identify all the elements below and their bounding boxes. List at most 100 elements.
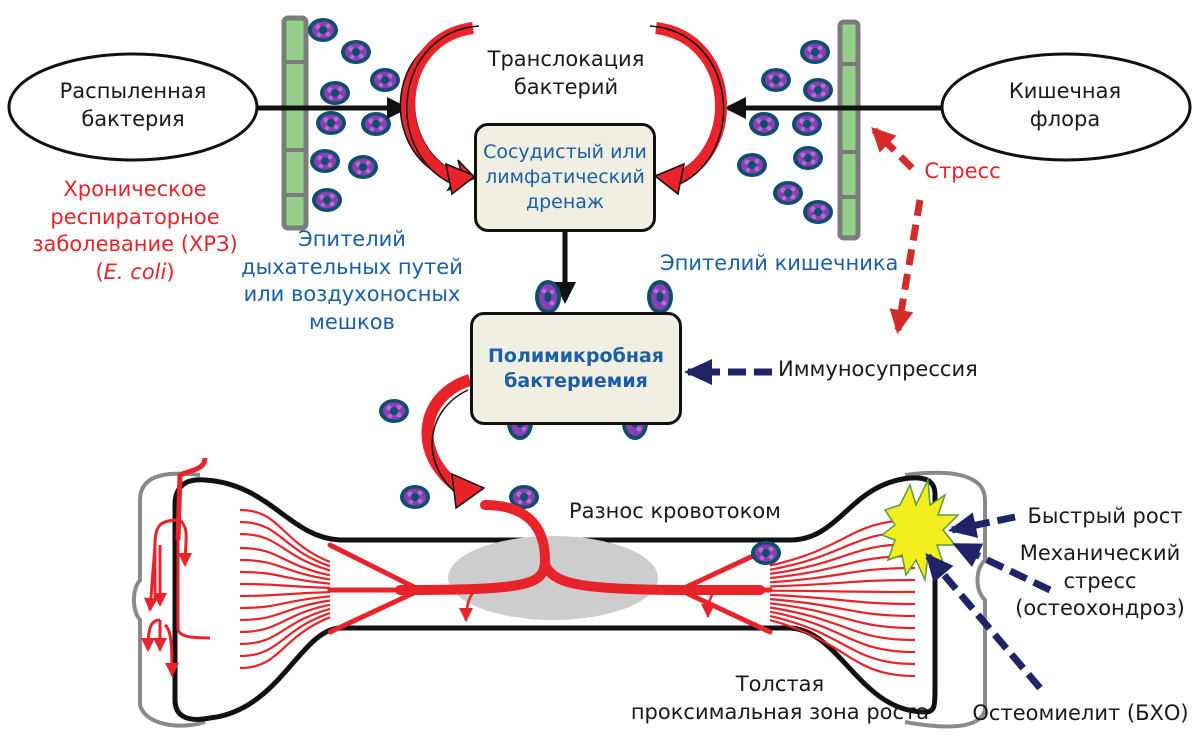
- growth-zone-line: проксимальная зона роста: [630, 699, 930, 724]
- bloodstream-arrow-outline: [431, 389, 469, 499]
- rapid-growth-label: Быстрый рост: [1027, 504, 1183, 528]
- airway-epithelium-icon: [281, 15, 309, 231]
- bacterium-cell-icon: [348, 155, 378, 179]
- bacterium-cell-icon: [535, 280, 561, 314]
- translocation-label: Транслокация бактерий: [468, 46, 664, 101]
- bacterium-cell-icon: [647, 280, 673, 314]
- airway-epithelium-line: Эпителий: [298, 227, 406, 251]
- osteomyelitis-arrow: [925, 552, 1043, 691]
- bacterium-cell-icon: [370, 68, 400, 92]
- stress-to-immunosuppression-arrow: [889, 199, 924, 334]
- capillary-vessel: [239, 616, 331, 670]
- right-bacteria-cluster: [737, 40, 833, 224]
- mechanical-stress-line: стресс: [1063, 568, 1137, 593]
- airway-epithelium-line: или воздухоносных: [243, 282, 461, 307]
- airway-epithelium-label: Эпителий дыхательных путей или воздухоно…: [238, 226, 466, 337]
- capillary-vessel: [769, 606, 916, 642]
- right-source-label: Кишечная флора: [970, 78, 1160, 133]
- capillary-vessel: [239, 508, 331, 564]
- bacteremia-line: бактериемия: [504, 369, 648, 392]
- stress-to-gut-arrow: [871, 127, 915, 171]
- capillary-vessel: [769, 614, 916, 666]
- mechanical-stress-line: Механический: [1019, 541, 1181, 565]
- gut-epithelium-icon: [837, 19, 861, 241]
- osteomyelitis-label: Остеомиелит (БХО): [972, 701, 1189, 725]
- capillary-vessel: [769, 589, 916, 594]
- right-translocation-arrow-body: [654, 22, 727, 184]
- stress-label: Стресс: [924, 159, 1001, 183]
- bloodstream-arrow-body: [421, 374, 473, 495]
- bacterium-cell-icon: [361, 112, 391, 136]
- pathogen-name: E. coli: [103, 260, 167, 285]
- growth-zone-line: Толстая: [735, 672, 825, 696]
- bacterium-cell-icon: [749, 112, 779, 136]
- chronic-disease-line: Хроническое: [63, 177, 207, 201]
- drainage-line: дренаж: [525, 190, 605, 213]
- bloodstream-spread-label: Разнос кровотоком: [568, 499, 782, 523]
- left-source-line: бактерия: [81, 106, 185, 131]
- epiphysis-vessels: [141, 457, 211, 677]
- right-translocation-arrowhead: [653, 162, 686, 196]
- bacterium-cell-icon: [792, 112, 822, 136]
- bloodstream-arrowhead: [451, 472, 486, 510]
- bacterium-cell-icon: [793, 146, 823, 170]
- capillary-vessel: [769, 602, 916, 630]
- bacteremia-line: Полимикробная: [488, 344, 664, 367]
- gut-epithelium-label: Эпителий кишечника: [660, 251, 899, 275]
- capillary-vessel: [239, 532, 331, 572]
- airway-epithelium-line: мешков: [309, 310, 395, 335]
- drainage-line: Сосудистый или: [483, 141, 647, 164]
- capillary-vessel: [769, 566, 916, 584]
- left-bacteria-cluster: [308, 18, 400, 212]
- capillary-vessel: [769, 593, 916, 606]
- bacterium-cell-icon: [400, 485, 430, 509]
- pathogen-line: (E. coli): [10, 259, 260, 287]
- bacterium-cell-icon: [312, 188, 342, 212]
- paren-close: ): [166, 260, 175, 285]
- bacterium-cell-icon: [761, 68, 791, 92]
- capillary-vessel: [239, 599, 331, 622]
- capillary-vessel: [239, 520, 331, 568]
- capillary-vessel: [239, 570, 331, 585]
- chronic-disease-line: респираторное: [50, 204, 220, 229]
- left-source-label: Распыленная бактерия: [38, 78, 228, 133]
- capillary-vessel: [239, 591, 331, 598]
- bacterium-cell-icon: [751, 541, 781, 565]
- drainage-line: лимфатический: [485, 166, 645, 189]
- right-source-line: Кишечная: [1008, 79, 1122, 103]
- bone-vasculature: [327, 500, 773, 635]
- bone-outline-icon: [132, 470, 987, 729]
- bacteremia-box: Полимикробная бактериемия: [470, 312, 682, 425]
- airway-epithelium-line: дыхательных путей: [241, 254, 463, 279]
- bacterium-cell-icon: [803, 78, 833, 102]
- right-translocation-arrow-outline: [649, 25, 725, 185]
- capillary-vessel: [239, 582, 331, 589]
- translocation-line: бактерий: [513, 74, 619, 99]
- mechanical-stress-line: (остеохондроз): [1015, 596, 1185, 621]
- capillary-vessel: [769, 610, 916, 654]
- bacterium-cell-icon: [800, 40, 830, 64]
- bacterium-cell-icon: [803, 200, 833, 224]
- rapid-growth-arrow: [948, 512, 1016, 538]
- mechanical-stress-label: Механический стресс (остеохондроз): [1005, 540, 1195, 623]
- bacterium-cell-icon: [379, 399, 409, 423]
- immunosuppression-label: Иммуносупрессия: [778, 357, 978, 381]
- left-source-line: Распыленная: [59, 79, 207, 103]
- capillary-vessel: [239, 607, 331, 646]
- capillary-vessel: [769, 619, 916, 678]
- right-source-line: флора: [1029, 106, 1101, 131]
- chronic-disease-line: заболевание (ХРЗ): [32, 232, 238, 257]
- capillary-vessel: [239, 595, 331, 610]
- translocation-line: Транслокация: [487, 47, 645, 71]
- capillary-vessel: [239, 612, 331, 658]
- left-translocation-arrowhead: [444, 162, 477, 196]
- growth-zone-label: Толстая проксимальная зона роста: [615, 671, 945, 726]
- bacterium-cell-icon: [308, 18, 338, 42]
- bacterium-cell-icon: [341, 40, 371, 64]
- bacterium-cell-icon: [310, 149, 340, 173]
- bacterium-cell-icon: [320, 81, 350, 105]
- left-vessel-fan: [239, 508, 331, 670]
- drainage-box: Сосудистый или лимфатический дренаж: [474, 123, 656, 232]
